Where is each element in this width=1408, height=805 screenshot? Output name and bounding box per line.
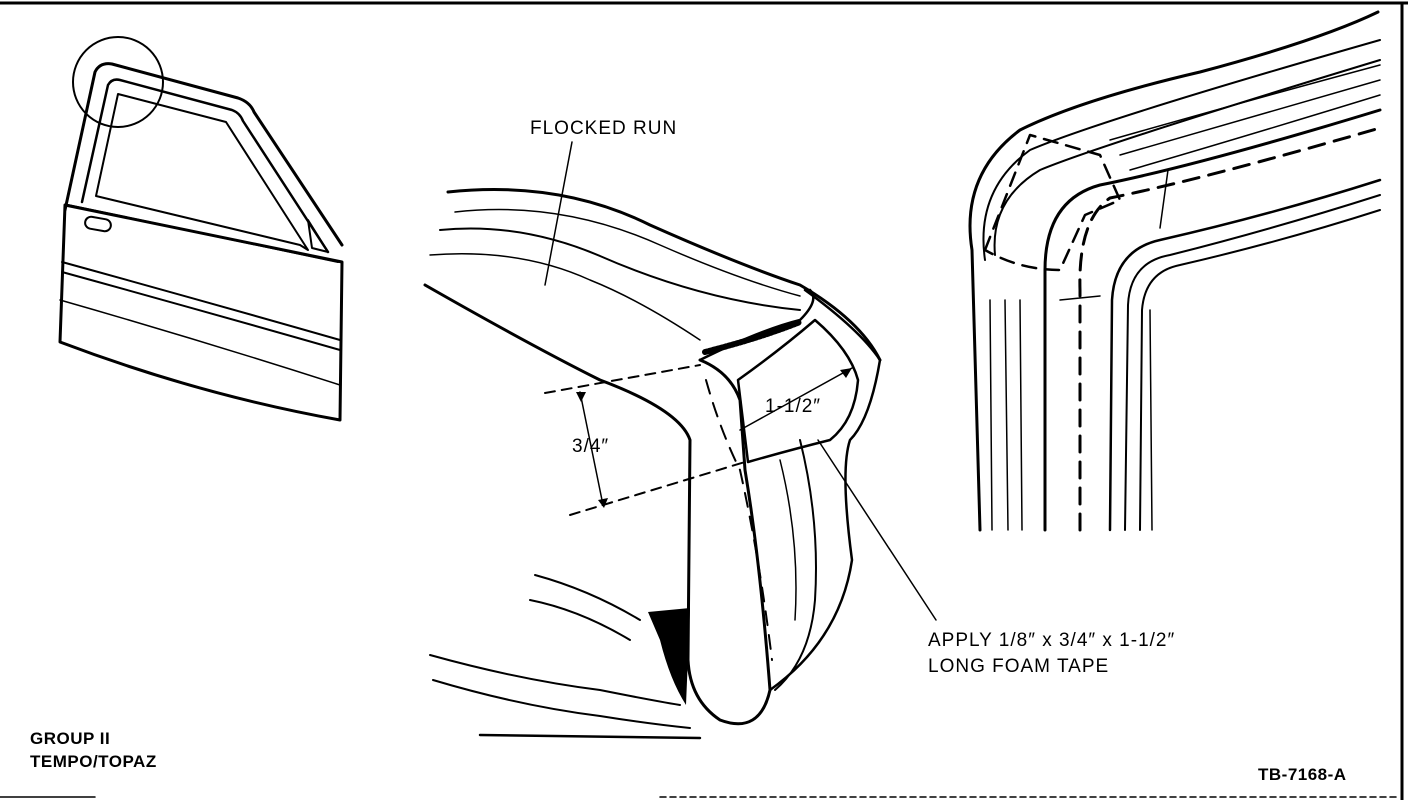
label-foam-tape: APPLY 1/8″ x 3/4″ x 1-1/2″ LONG FOAM TAP…: [928, 628, 1175, 680]
label-foam-tape-line2: LONG FOAM TAPE: [928, 656, 1110, 677]
label-flocked-run: FLOCKED RUN: [530, 118, 678, 139]
door-overview: [58, 36, 344, 422]
label-group-line1: GROUP II: [30, 729, 111, 748]
label-dimension-1-1-2: 1-1/2″: [765, 396, 822, 417]
label-figure-id: TB-7168-A: [1258, 765, 1347, 784]
center-detail: [423, 141, 937, 740]
label-group-line2: TEMPO/TOPAZ: [30, 752, 157, 771]
right-detail: [968, 10, 1382, 532]
label-group: GROUP II TEMPO/TOPAZ: [30, 727, 157, 773]
label-dimension-3-4: 3/4″: [572, 436, 610, 457]
label-foam-tape-line1: APPLY 1/8″ x 3/4″ x 1-1/2″: [928, 630, 1176, 651]
